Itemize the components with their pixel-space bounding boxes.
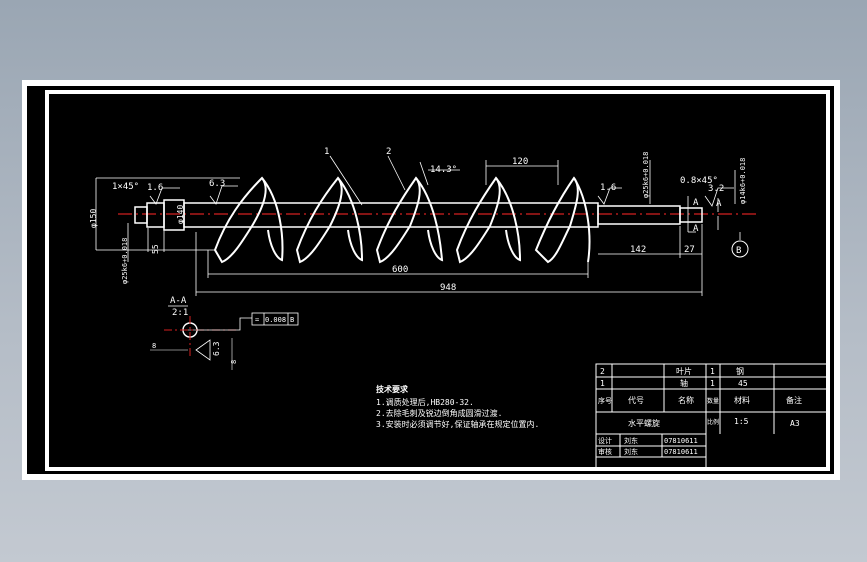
section-view: A-A 2:1 = 0.008 B 6.3 8 8 — [150, 296, 299, 370]
title-block — [595, 363, 829, 469]
section-roughness: 6.3 — [212, 341, 221, 356]
tech-requirements: 技术要求 1.调质处理后,HB280-32. 2.去除毛刺及锐边倒角成圆滑过渡.… — [376, 384, 539, 429]
tb-design-id: 07810611 — [664, 437, 698, 445]
tb-check-id: 07810611 — [664, 448, 698, 456]
chamfer-right-label: 0.8×45° — [680, 176, 718, 186]
chamfer-left-label: 1×45° — [112, 182, 139, 192]
gdt-tolerance: 0.008 — [265, 316, 286, 324]
tb-check-label: 审核 — [598, 447, 612, 456]
tb-r1-name: 叶片 — [676, 366, 692, 376]
outer-dia-label: φ150 — [89, 209, 98, 228]
tech-item-3: 3.安装时必须调节好,保证轴承在规定位置内. — [376, 419, 539, 429]
section-mark-a-bottom: A — [693, 224, 699, 234]
total-length-label: 948 — [440, 283, 456, 293]
tb-drawing-name: 水平螺旋 — [628, 418, 660, 428]
end-tol-label: φ14k6+0.018 — [739, 158, 747, 204]
gdt-frame — [251, 312, 299, 326]
left-len-label: 55 — [151, 244, 160, 254]
shaft — [134, 199, 703, 231]
length-142-label: 142 — [630, 245, 646, 255]
helical-blade — [213, 176, 591, 264]
roughness-right-a-label: 1.6 — [600, 183, 616, 193]
gdt-datum: B — [290, 316, 294, 324]
tb-head-code: 代号 — [628, 395, 644, 405]
roughness-right-b-label: 3.2 — [708, 184, 724, 194]
length-27-label: 27 — [684, 245, 695, 255]
tb-design-label: 设计 — [598, 436, 612, 445]
tb-head-qty: 数量 — [707, 397, 719, 405]
dimension-text: 1×45° 1.6 6.3 1 2 14.3° 120 1.6 0.8×45° … — [89, 147, 747, 293]
tb-r1-qty: 1 — [710, 367, 715, 376]
section-bottom-dim: 8 — [152, 342, 156, 350]
tech-heading: 技术要求 — [376, 384, 409, 394]
datum-b-circle — [731, 240, 749, 258]
blade-length-label: 600 — [392, 265, 408, 275]
tb-head-remark: 备注 — [786, 395, 802, 405]
tb-head-no: 序号 — [598, 396, 612, 405]
section-scale: 2:1 — [172, 308, 188, 318]
part2-balloon: 2 — [386, 147, 391, 157]
roughness-shaft-label: 6.3 — [209, 179, 225, 189]
tb-r1-no: 2 — [600, 367, 605, 376]
pitch-label: 120 — [512, 157, 528, 167]
tb-r2-qty: 1 — [710, 379, 715, 388]
roughness-left-label: 1.6 — [147, 183, 163, 193]
title-block-text: 2 叶片 1 钢 1 轴 1 45 序号 代号 名称 数量 材料 备注 水平螺旋… — [598, 366, 802, 456]
tb-r2-no: 1 — [600, 379, 605, 388]
tb-head-material: 材料 — [734, 395, 750, 405]
datum-b-label: B — [736, 246, 741, 256]
drawing-area — [27, 86, 834, 474]
arrow-a-label: A — [716, 199, 722, 209]
tb-design-name: 刘东 — [624, 436, 638, 445]
tech-item-1: 1.调质处理后,HB280-32. — [376, 397, 474, 407]
tb-r1-material: 钢 — [736, 366, 744, 376]
right-tol-label: φ25k6+0.018 — [642, 152, 650, 198]
tb-sheet-size: A3 — [790, 419, 800, 428]
tb-check-name: 刘东 — [624, 447, 638, 456]
tb-r2-name: 轴 — [680, 378, 688, 388]
tb-r2-material: 45 — [738, 379, 748, 388]
part1-balloon: 1 — [324, 147, 329, 157]
gdt-symbol: = — [255, 316, 259, 324]
section-mark-a-top: A — [693, 198, 699, 208]
inner-border — [45, 90, 830, 471]
tb-head-name: 名称 — [678, 395, 694, 405]
tech-item-2: 2.去除毛刺及锐边倒角成圆滑过渡. — [376, 408, 502, 418]
section-title: A-A — [170, 296, 187, 306]
section-left-dim: 8 — [230, 360, 238, 364]
shaft-dia-label: φ140 — [176, 205, 185, 224]
helix-angle-label: 14.3° — [430, 165, 457, 175]
dimension-lines — [95, 155, 741, 296]
tb-scale-value: 1:5 — [734, 417, 749, 426]
tb-scale-label: 比例 — [707, 418, 719, 426]
left-tol-label: φ25k6+0.018 — [121, 238, 129, 284]
